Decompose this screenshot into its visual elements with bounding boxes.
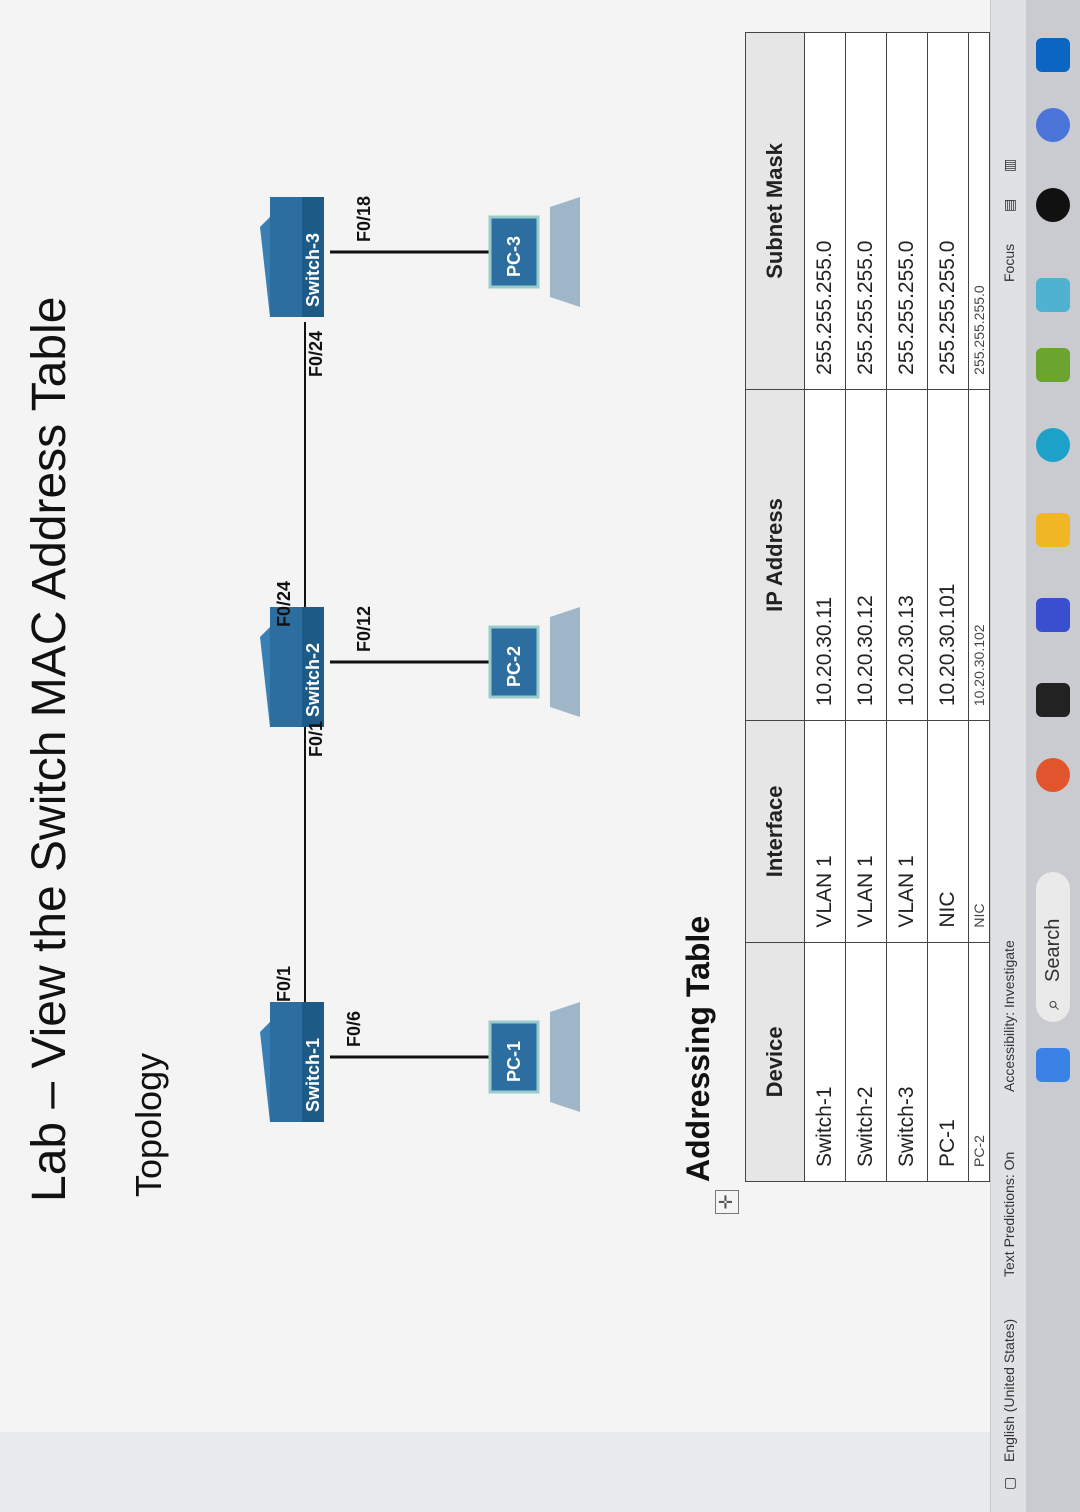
cell-mask[interactable]: 255.255.255.0 (968, 32, 990, 390)
port-s2-f012: F0/12 (354, 606, 374, 652)
cell-ip[interactable]: 10.20.30.101 (927, 389, 969, 721)
app-icon[interactable] (1036, 758, 1070, 792)
cell-mask[interactable]: 255.255.255.0 (845, 32, 887, 390)
cell-mask[interactable]: 255.255.255.0 (804, 32, 846, 390)
cell-ip[interactable]: 10.20.30.11 (804, 389, 846, 721)
edge-icon[interactable] (1036, 428, 1070, 462)
search-icon: ⌕ (1042, 998, 1064, 1010)
copilot-icon[interactable] (1036, 108, 1070, 142)
teams-icon[interactable] (1036, 598, 1070, 632)
status-focus[interactable]: Focus (1001, 243, 1017, 282)
pc-2-label: PC-2 (504, 646, 524, 687)
switch-3-label: Switch-3 (303, 233, 323, 307)
status-language[interactable]: English (United States) (1001, 1318, 1017, 1462)
pc-1-label: PC-1 (504, 1041, 524, 1082)
switch-2-icon: Switch-2 (260, 607, 324, 727)
topology-heading: Topology (128, 1052, 169, 1197)
status-text-predictions[interactable]: Text Predictions: On (1001, 1151, 1017, 1277)
taskbar-search[interactable]: ⌕ Search (1036, 872, 1070, 1022)
store-icon[interactable] (1036, 348, 1070, 382)
switch-1-icon: Switch-1 (260, 1002, 324, 1122)
web-layout-icon[interactable]: ▥ (1001, 158, 1017, 172)
cell-interface[interactable]: VLAN 1 (804, 720, 846, 943)
pc-3-icon: PC-3 (488, 197, 580, 307)
port-s2-f024: F0/24 (274, 581, 294, 627)
file-explorer-icon[interactable] (1036, 513, 1070, 547)
cell-interface[interactable]: NIC (927, 720, 969, 943)
linkedin-icon[interactable] (1036, 38, 1070, 72)
table-move-handle-icon[interactable]: ✛ (715, 1190, 739, 1214)
table-row: Switch-2 VLAN 1 10.20.30.12 255.255.255.… (845, 32, 887, 1182)
search-label: Search (1042, 918, 1064, 982)
addressing-table: Device Interface IP Address Subnet Mask … (745, 32, 990, 1182)
cell-interface[interactable]: VLAN 1 (886, 720, 928, 943)
app-icon-2[interactable] (1036, 278, 1070, 312)
switch-2-label: Switch-2 (303, 643, 323, 717)
taskbar: ⌕ Search (1026, 0, 1080, 1512)
topology-diagram: Switch-1 Switch-2 Switch-3 PC-1 (260, 196, 580, 1122)
document-page: Lab – View the Switch MAC Address Table … (0, 0, 990, 1432)
port-s2-f01: F0/1 (306, 721, 326, 757)
cell-ip[interactable]: 10.20.30.102 (968, 389, 990, 721)
status-accessibility[interactable]: Accessibility: Investigate (1001, 940, 1017, 1092)
cell-device[interactable]: PC-1 (927, 942, 969, 1182)
table-row: PC-1 NIC 10.20.30.101 255.255.255.0 (927, 32, 969, 1182)
port-s3-f018: F0/18 (354, 196, 374, 242)
header-interface: Interface (745, 720, 805, 943)
port-s1-f01: F0/1 (274, 966, 294, 1002)
header-mask: Subnet Mask (745, 32, 805, 390)
print-layout-icon[interactable]: ▤ (1001, 198, 1017, 212)
port-s3-f024: F0/24 (306, 331, 326, 377)
switch-3-icon: Switch-3 (260, 197, 324, 317)
page-title: Lab – View the Switch MAC Address Table (23, 296, 76, 1202)
table-header-row: Device Interface IP Address Subnet Mask (745, 32, 805, 1182)
cell-device[interactable]: Switch-3 (886, 942, 928, 1182)
cell-mask[interactable]: 255.255.255.0 (927, 32, 969, 390)
xbox-icon[interactable] (1036, 188, 1070, 222)
start-button[interactable] (1036, 1048, 1070, 1082)
header-ip: IP Address (745, 389, 805, 721)
switch-1-label: Switch-1 (303, 1038, 323, 1112)
cell-device[interactable]: Switch-1 (804, 942, 846, 1182)
cell-interface[interactable]: VLAN 1 (845, 720, 887, 943)
status-doc-icon[interactable]: ▢ (1001, 1476, 1017, 1490)
cell-mask[interactable]: 255.255.255.0 (886, 32, 928, 390)
table-row: Switch-3 VLAN 1 10.20.30.13 255.255.255.… (886, 32, 928, 1182)
pc-1-icon: PC-1 (488, 1002, 580, 1112)
task-view-icon[interactable] (1036, 683, 1070, 717)
table-row: Switch-1 VLAN 1 10.20.30.11 255.255.255.… (804, 32, 846, 1182)
cell-device[interactable]: Switch-2 (845, 942, 887, 1182)
cell-device[interactable]: PC-2 (968, 942, 990, 1182)
addressing-heading: Addressing Table (680, 915, 716, 1182)
header-device: Device (745, 942, 805, 1182)
table-row: PC-2 NIC 10.20.30.102 255.255.255.0 (968, 32, 990, 1182)
port-s1-f06: F0/6 (344, 1011, 364, 1047)
cell-ip[interactable]: 10.20.30.13 (886, 389, 928, 721)
status-bar: ▢ English (United States) Text Predictio… (990, 0, 1027, 1512)
pc-3-label: PC-3 (504, 236, 524, 277)
pc-2-icon: PC-2 (488, 607, 580, 717)
cell-interface[interactable]: NIC (968, 720, 990, 943)
cell-ip[interactable]: 10.20.30.12 (845, 389, 887, 721)
